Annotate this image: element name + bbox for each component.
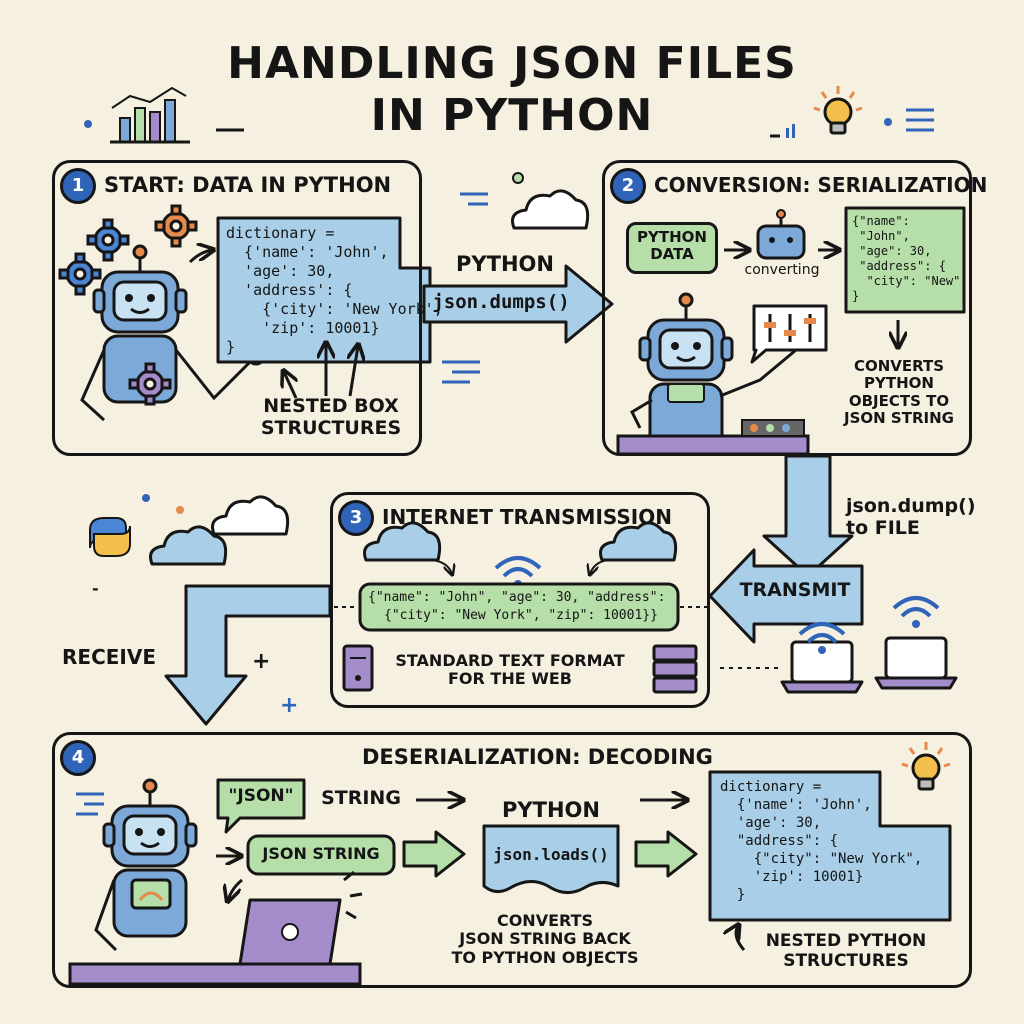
serialization-caption: CONVERTS PYTHON OBJECTS TO JSON STRING bbox=[844, 357, 954, 427]
robot-icon bbox=[94, 778, 198, 952]
panel-deserialization bbox=[52, 732, 972, 988]
step-badge: 4 bbox=[60, 740, 96, 776]
robot-icon bbox=[756, 209, 806, 260]
step-badge: 3 bbox=[338, 500, 374, 536]
python-label: PYTHON bbox=[502, 798, 600, 822]
nested-box-caption: NESTED BOX STRUCTURES bbox=[260, 395, 402, 439]
dump-to-file-label: json.dump() to FILE bbox=[846, 495, 976, 539]
python-data-chip: PYTHON DATA bbox=[626, 222, 718, 274]
server-icon bbox=[342, 644, 374, 692]
lightbulb-icon bbox=[770, 84, 934, 138]
receive-arrow bbox=[164, 584, 332, 726]
cloud-icon bbox=[511, 189, 590, 230]
panel-title: INTERNET TRANSMISSION bbox=[382, 505, 672, 529]
python-dict-code: dictionary = {'name': 'John', 'age': 30,… bbox=[226, 224, 443, 356]
page-title: HANDLING JSON FILES bbox=[227, 38, 797, 89]
nested-python-caption: NESTED PYTHON STRUCTURES bbox=[765, 931, 927, 971]
robot-icon bbox=[630, 292, 797, 452]
page-subtitle: IN PYTHON bbox=[370, 90, 654, 141]
panel-title: DESERIALIZATION: DECODING bbox=[362, 745, 713, 769]
panel-title: START: DATA IN PYTHON bbox=[104, 173, 392, 197]
receive-label: RECEIVE bbox=[62, 645, 156, 669]
json-bubble-shape bbox=[216, 778, 306, 834]
loads-box-shape bbox=[482, 824, 620, 894]
svg-text:-: - bbox=[92, 579, 99, 598]
json-string-chip: JSON STRING bbox=[262, 844, 380, 863]
dumps-arrow bbox=[422, 264, 614, 344]
loads-label: json.loads() bbox=[493, 845, 609, 864]
svg-text:+: + bbox=[252, 649, 270, 674]
desk bbox=[68, 962, 362, 986]
wifi-icon bbox=[892, 596, 940, 630]
code-box-shape bbox=[216, 216, 432, 364]
json-line-box bbox=[358, 582, 680, 632]
loads-arrow-left bbox=[402, 830, 466, 878]
json-code-box-shape bbox=[844, 206, 966, 314]
laptop-icon bbox=[874, 636, 958, 690]
json-line-2: {"city": "New York", "zip": 10001}} bbox=[384, 608, 658, 623]
panel-start bbox=[52, 160, 422, 456]
json-string-code: {"name": "John", "age": 30, "address": {… bbox=[852, 214, 961, 303]
panel-serialization bbox=[602, 160, 972, 456]
step-badge: 2 bbox=[610, 168, 646, 204]
transmission-caption: STANDARD TEXT FORMAT FOR THE WEB bbox=[395, 651, 625, 689]
loads-arrow-right bbox=[634, 830, 698, 878]
string-label: STRING bbox=[321, 787, 401, 809]
json-line-1: {"name": "John", "age": 30, "address": bbox=[368, 590, 666, 605]
down-arrow bbox=[762, 454, 854, 578]
transmit-arrow bbox=[708, 548, 864, 644]
result-code-box-shape bbox=[708, 770, 952, 922]
python-label: PYTHON bbox=[456, 252, 554, 276]
panel-transmission bbox=[330, 492, 710, 708]
bar-chart-icon bbox=[84, 86, 244, 144]
sliders-icon bbox=[750, 304, 828, 364]
converting-label: converting bbox=[744, 262, 820, 278]
json-string-chip-shape bbox=[246, 834, 396, 876]
json-bubble-text: "JSON" bbox=[228, 786, 294, 806]
panel-title: CONVERSION: SERIALIZATION bbox=[654, 173, 988, 197]
step-badge: 1 bbox=[60, 168, 96, 204]
deserialization-caption: CONVERTS JSON STRING BACK TO PYTHON OBJE… bbox=[451, 911, 639, 967]
cloud-icon bbox=[211, 495, 290, 536]
python-logo-icon bbox=[89, 517, 131, 557]
dumps-label: json.dumps() bbox=[432, 291, 570, 313]
svg-text:+: + bbox=[280, 693, 298, 718]
transmit-label: TRANSMIT bbox=[739, 579, 851, 601]
server-icon bbox=[652, 644, 698, 694]
result-dict-code: dictionary = {'name': 'John', 'age': 30,… bbox=[720, 779, 923, 903]
